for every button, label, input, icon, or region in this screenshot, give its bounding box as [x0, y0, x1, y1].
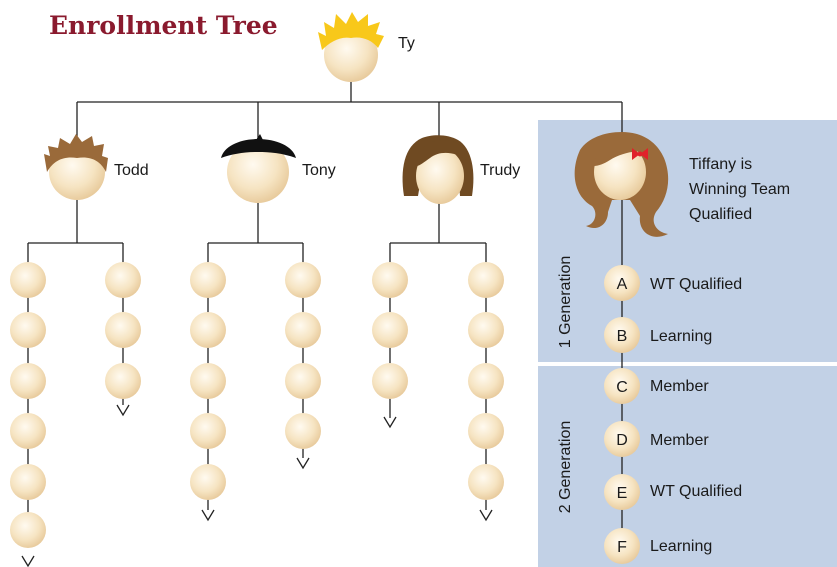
generation-1-label: 1 Generation	[557, 256, 574, 349]
arrow-down-icon	[116, 404, 130, 417]
member-balls	[10, 262, 504, 548]
face-icon	[324, 28, 378, 82]
trudy-avatar	[402, 135, 474, 204]
member-ball	[190, 262, 226, 298]
downline-ball	[604, 317, 640, 353]
arrow-down-icon	[21, 555, 35, 567]
member-ball	[105, 312, 141, 348]
downline-letter: D	[616, 432, 628, 449]
tiffany-note-line-1: Tiffany is	[689, 156, 752, 173]
member-ball	[468, 262, 504, 298]
downline-label: Member	[650, 378, 709, 395]
downline-label: Learning	[650, 328, 712, 345]
downline-letter: E	[617, 485, 628, 502]
member-ball	[468, 363, 504, 399]
arrow-down-icon	[383, 416, 397, 429]
tiffany-note-line-2: Winning Team	[689, 181, 790, 198]
member-ball	[190, 464, 226, 500]
member-ball	[10, 464, 46, 500]
todd-avatar	[44, 134, 108, 200]
member-ball	[372, 363, 408, 399]
root-name: Ty	[398, 35, 415, 52]
arrow-down-icon	[201, 509, 215, 522]
downline-ball	[604, 368, 640, 404]
tiffany-note-line-3: Qualified	[689, 206, 752, 223]
beret-stem-icon	[256, 134, 263, 140]
downline-item-b: B Learning	[604, 317, 712, 353]
ty-avatar	[318, 12, 384, 82]
member-ball	[10, 512, 46, 548]
downline-letter: C	[616, 379, 628, 396]
member-ball	[10, 262, 46, 298]
face-icon	[227, 141, 289, 203]
arrow-down-icon	[296, 457, 310, 470]
downline-ball	[604, 528, 640, 564]
downline-ball	[604, 421, 640, 457]
child-name-trudy: Trudy	[480, 162, 520, 179]
member-ball	[372, 312, 408, 348]
downline-letter: A	[617, 276, 628, 293]
arrow-down-icon	[479, 509, 493, 522]
downline-item-c: C Member	[604, 368, 709, 404]
generation-2-label: 2 Generation	[557, 421, 574, 514]
downline-letter: F	[617, 539, 627, 556]
member-ball	[285, 363, 321, 399]
member-ball	[285, 413, 321, 449]
downline-item-a: A WT Qualified	[604, 265, 742, 301]
continuation-arrows	[21, 404, 493, 567]
downline-letter: B	[617, 328, 628, 345]
beret-icon	[221, 139, 296, 158]
downline-ball	[604, 474, 640, 510]
member-ball	[190, 363, 226, 399]
downline-label: WT Qualified	[650, 276, 742, 293]
member-ball	[105, 262, 141, 298]
child-name-todd: Todd	[114, 162, 149, 179]
face-icon	[416, 148, 464, 204]
fringe-icon	[594, 140, 644, 166]
member-ball	[10, 312, 46, 348]
downline-item-d: D Member	[604, 421, 709, 457]
downline-label: Learning	[650, 538, 712, 555]
tiffany-avatar	[574, 132, 669, 237]
member-ball	[105, 363, 141, 399]
tony-avatar	[221, 134, 296, 203]
member-ball	[10, 363, 46, 399]
member-ball	[372, 262, 408, 298]
downline-label: WT Qualified	[650, 483, 742, 500]
member-ball	[285, 262, 321, 298]
member-ball	[468, 413, 504, 449]
brown-hair-icon	[44, 134, 108, 172]
bob-fringe-icon	[416, 140, 466, 166]
downline-ball	[604, 265, 640, 301]
member-ball	[468, 312, 504, 348]
downline-list: A WT Qualified B Learning C Member D Mem…	[604, 265, 742, 564]
child-name-tony: Tony	[302, 162, 336, 179]
member-ball	[10, 413, 46, 449]
blond-hair-icon	[318, 12, 384, 50]
member-ball	[468, 464, 504, 500]
downline-item-f: F Learning	[604, 528, 712, 564]
member-ball	[190, 312, 226, 348]
downline-label: Member	[650, 432, 709, 449]
bow-knot-icon	[637, 151, 643, 157]
generation-2-panel	[538, 366, 837, 567]
member-ball	[190, 413, 226, 449]
page-title: Enrollment Tree	[49, 11, 278, 40]
downline-item-e: E WT Qualified	[604, 474, 742, 510]
member-ball	[285, 312, 321, 348]
